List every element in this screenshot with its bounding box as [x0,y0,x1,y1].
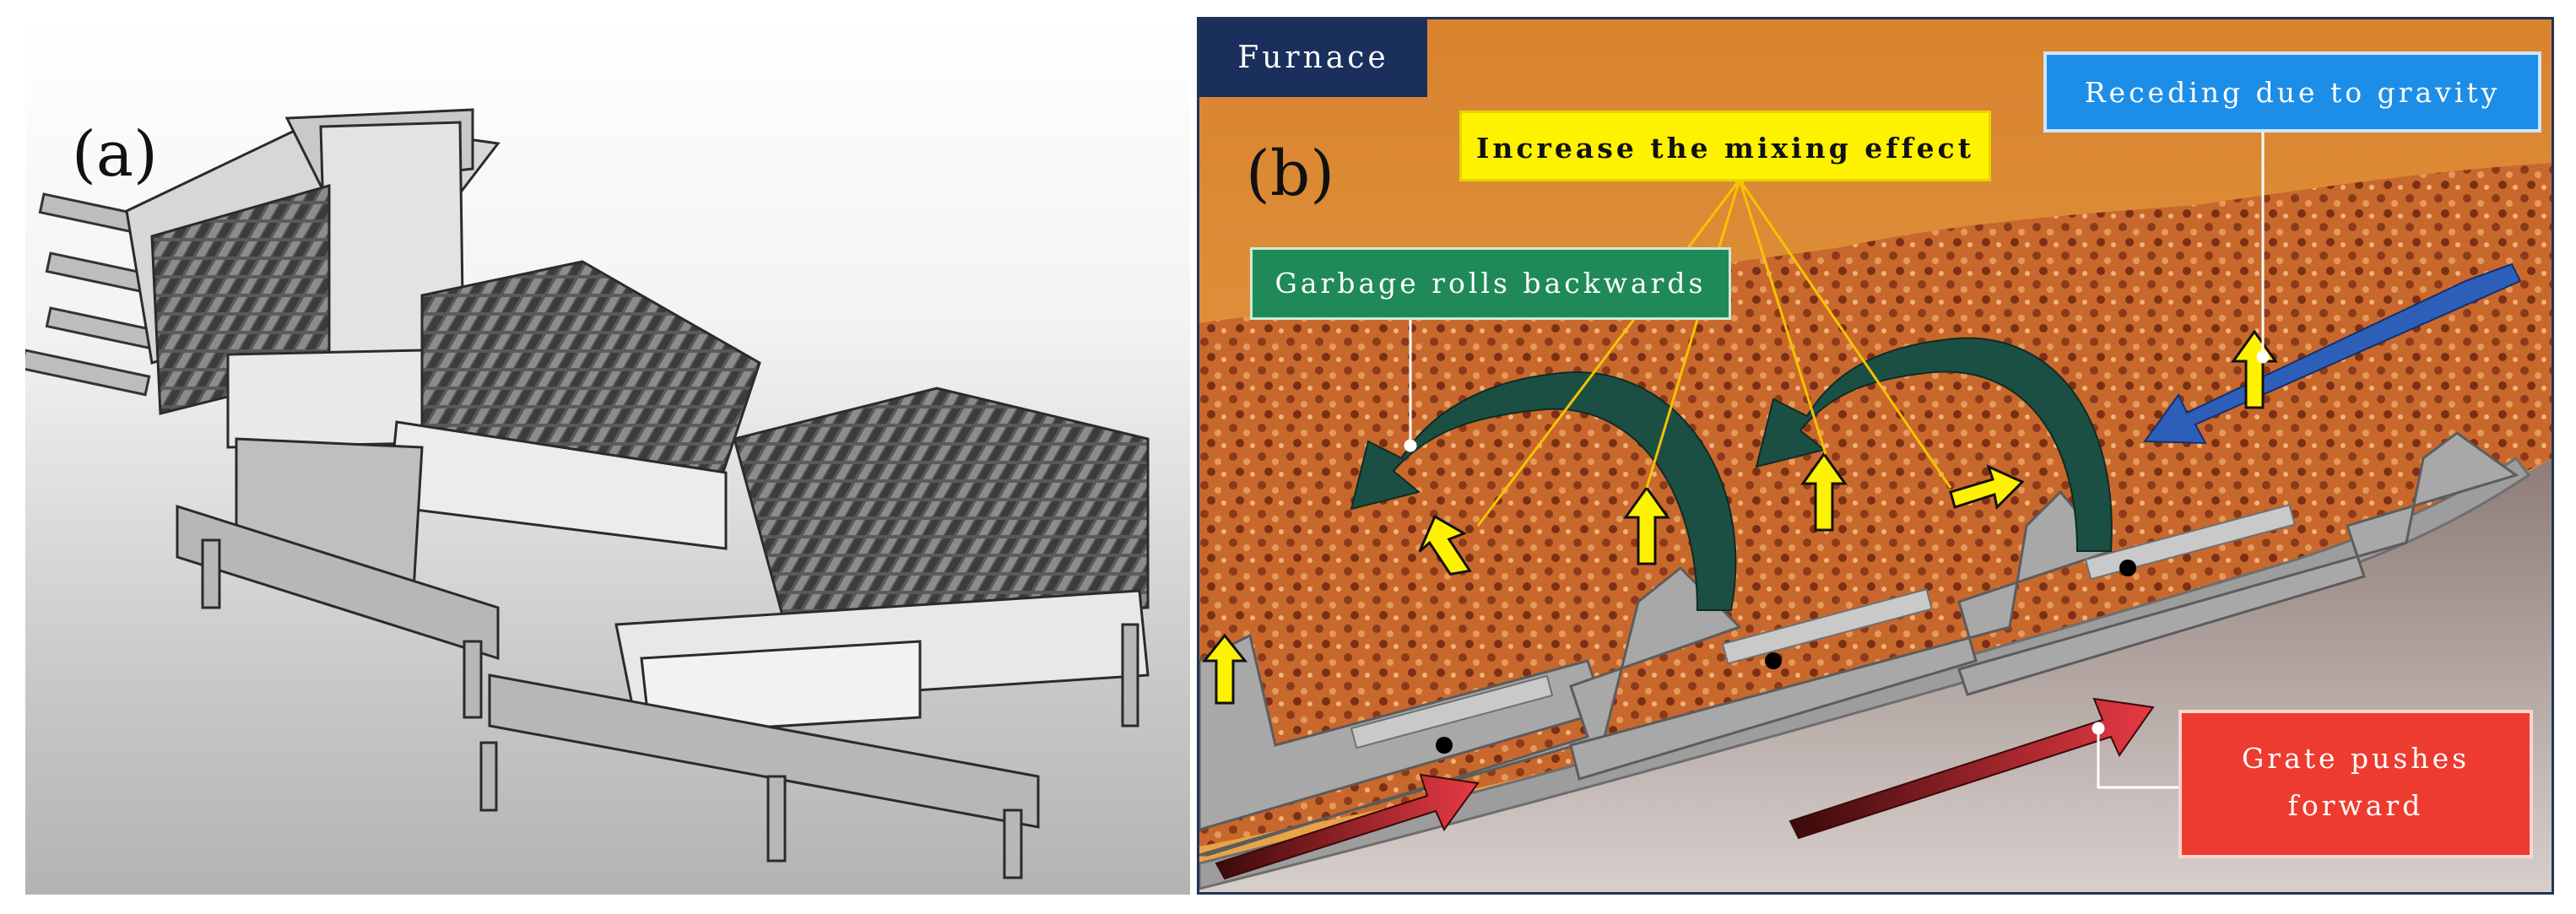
drying-section [235,260,761,592]
grate-pushes-line-2: forward [2287,789,2424,822]
pivot-dot [1436,560,2136,754]
push-arrow [1215,697,2155,880]
grate-pushes-callout: Grate pushes forward [2178,710,2533,858]
mixing-effect-callout: Increase the mixing effect [1459,111,1991,181]
panel-b-label: (b) [1246,138,1335,210]
furnace-tag: Furnace [1199,19,1427,97]
grate-bar-4 [1957,431,2519,696]
grate-assembly-render [25,108,1150,879]
support-frame [176,504,1139,879]
mixing-leader-lines [1476,174,1952,527]
gravity-callout: Receding due to gravity [2043,51,2541,133]
mixing-arrow [1201,329,2278,705]
grate-pushes-line-1: Grate pushes [2241,742,2470,775]
rolls-backwards-callout: Garbage rolls backwards [1250,247,1731,320]
gravity-leader-line [2256,133,2270,364]
curved-roll-arrow [1350,337,2113,611]
gravity-arrow [2143,262,2522,445]
grate-slots [1350,504,2296,749]
burning-section [614,387,1150,736]
grate-bar-2 [1199,565,1742,857]
feeding-section [125,108,501,449]
panel-b-grate-diagram: Furnace (b) Increase the mixing effect R… [1197,17,2554,895]
furnace-diagram-graphic [1199,19,2552,892]
panel-a-grate-render: (a) [25,17,1190,895]
pushes-leader-line [2092,722,2178,789]
panel-a-label: (a) [72,118,158,191]
rolls-leader-line [1404,319,1417,452]
